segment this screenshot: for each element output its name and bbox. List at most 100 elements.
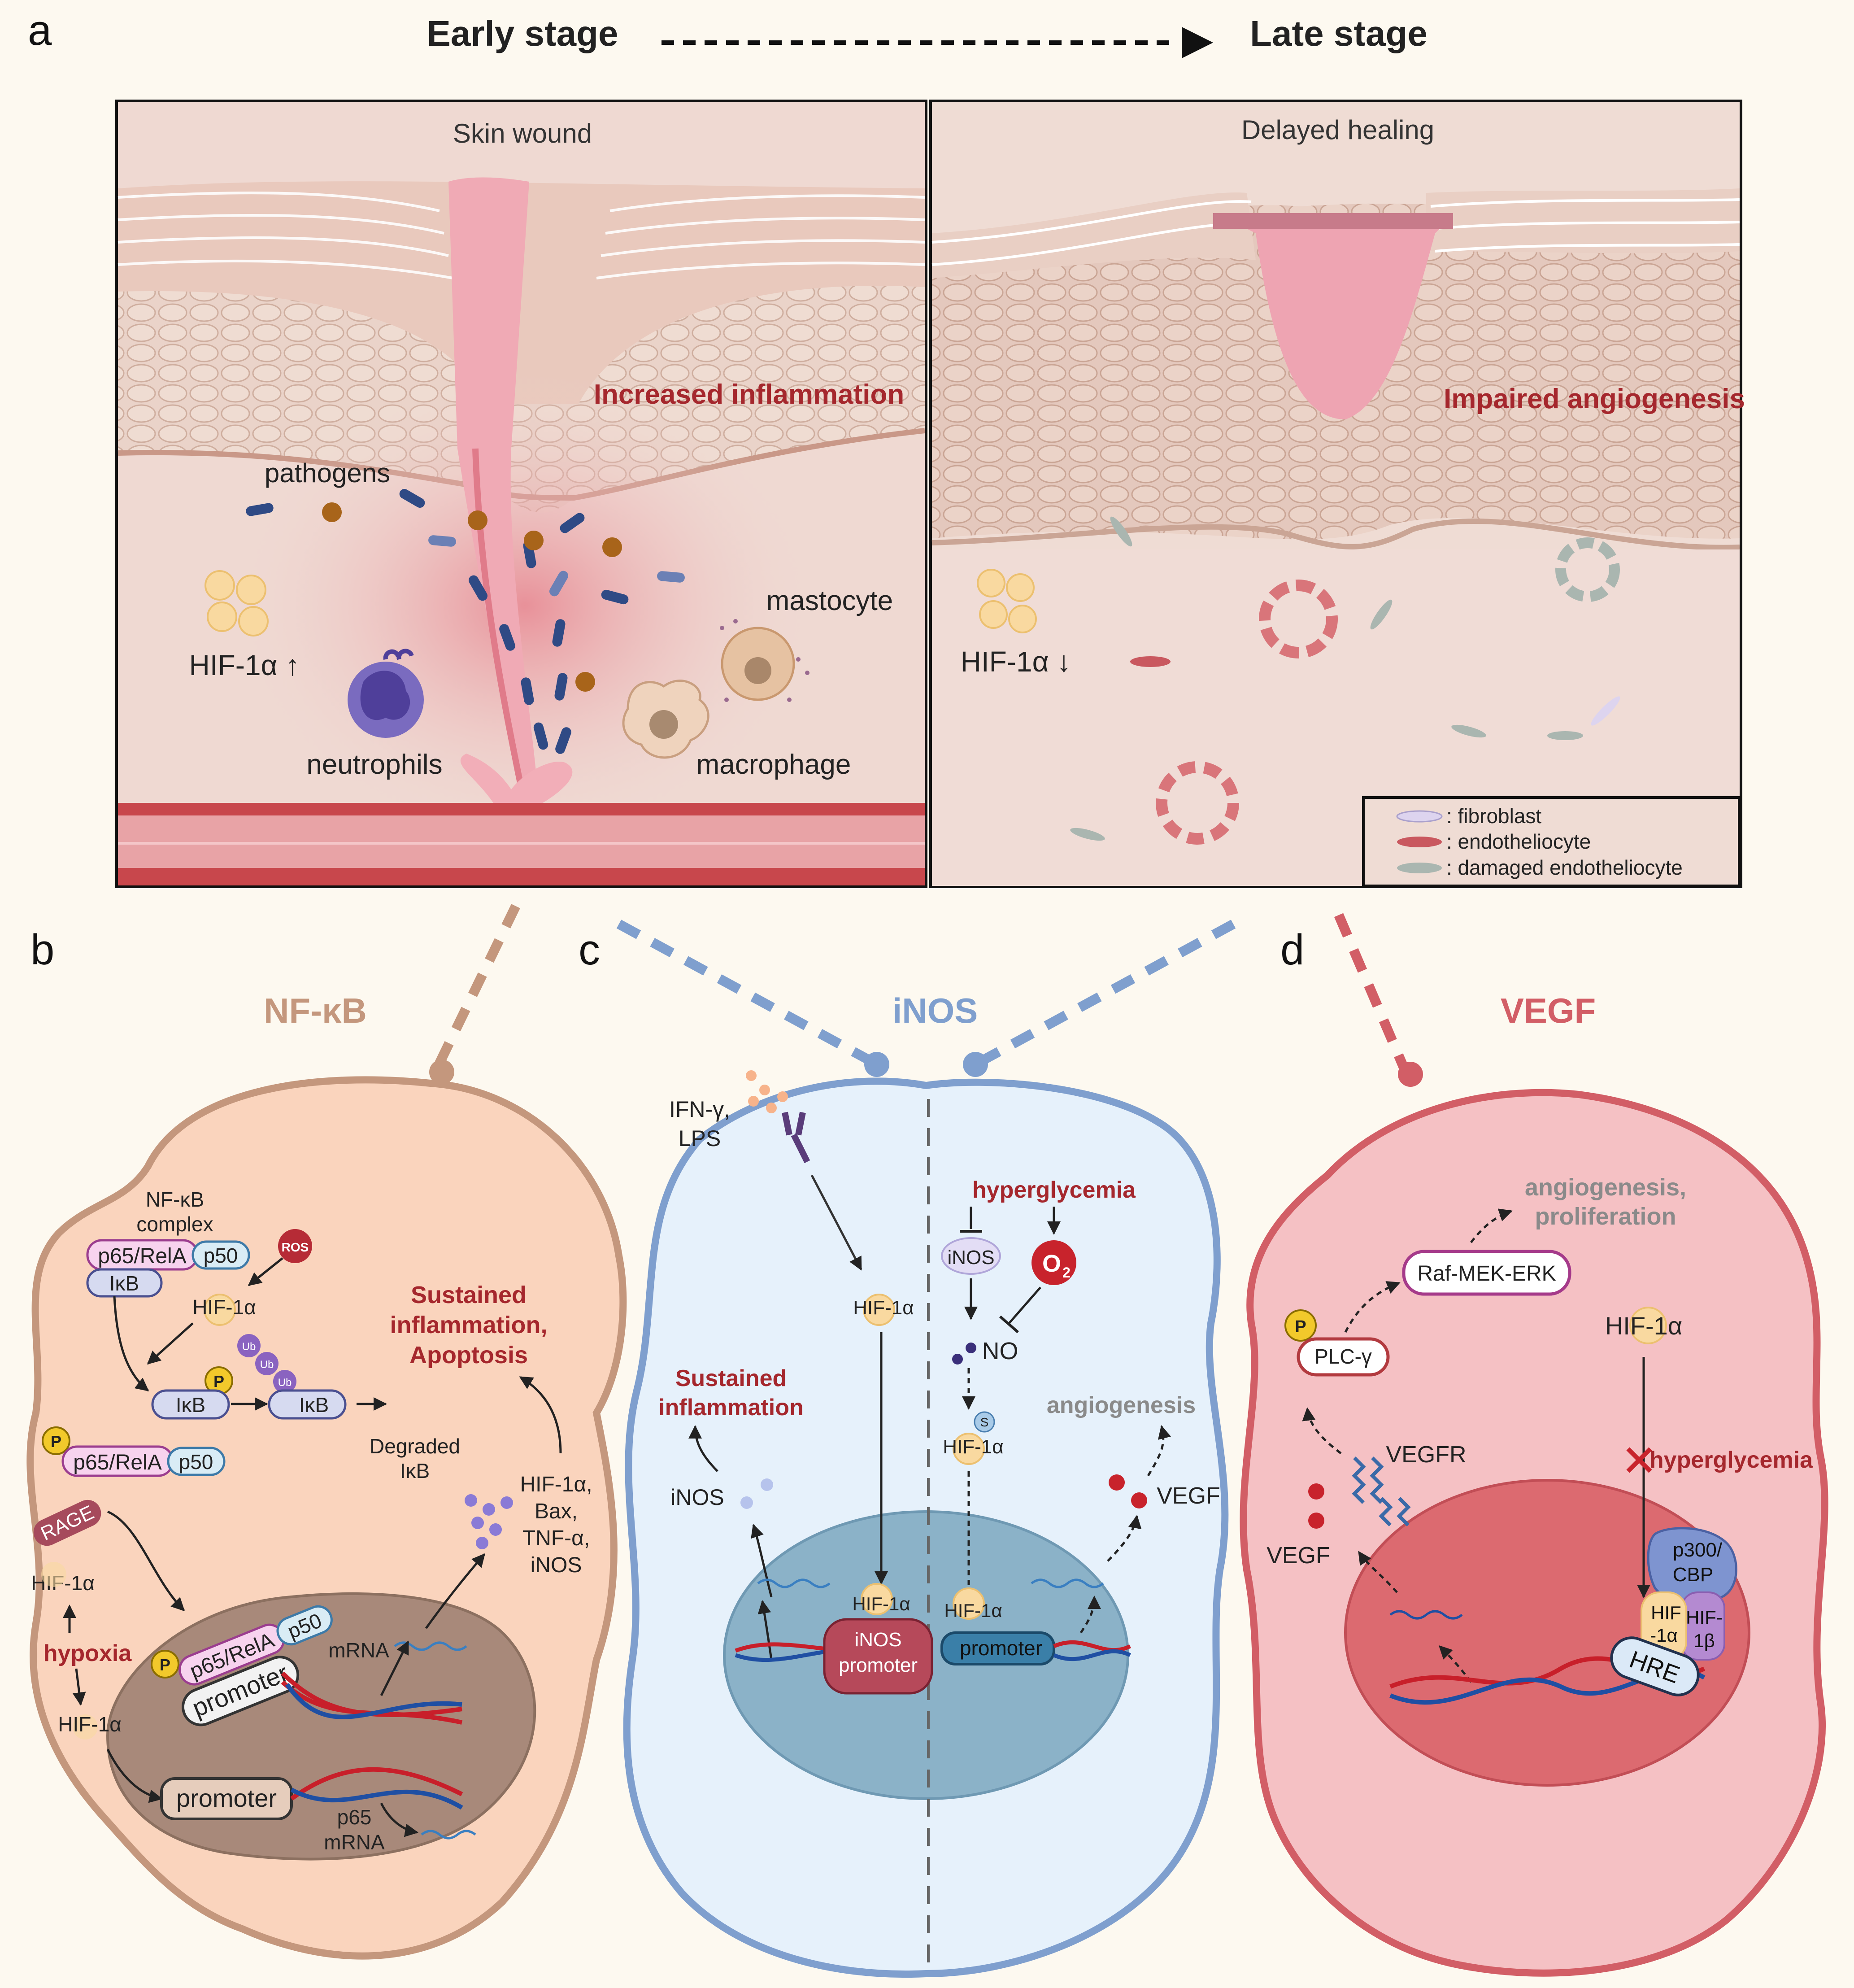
legend-damaged-endotheliocyte: : damaged endotheliocyte: [1446, 856, 1683, 879]
fibroblast-icon: [1396, 810, 1443, 823]
inos-enzyme-label: iNOS: [947, 1247, 994, 1269]
delayed-healing-title: Delayed healing: [1241, 115, 1434, 145]
target-bax: Bax,: [535, 1500, 578, 1523]
inos-cell: iNOS IFN-γ, LPS HIF-1α Sustained inflamm…: [623, 991, 1229, 1978]
ub-label-3: Ub: [278, 1377, 292, 1389]
skin-wound-panel: Skin wound Increased inflammation pathog…: [115, 100, 927, 888]
inos-product-label: iNOS: [670, 1485, 724, 1510]
vegf-label-c: VEGF: [1157, 1483, 1220, 1509]
hif-up-label: HIF-1α ↑: [189, 649, 300, 681]
impaired-angiogenesis-label: Impaired angiogenesis: [1444, 384, 1745, 414]
no-label: NO: [982, 1338, 1018, 1365]
nfkb-complex-label: NF-κB: [146, 1188, 204, 1211]
hyperglycemia-label-c: hyperglycemia: [972, 1177, 1136, 1203]
hif1a-label-1: HIF: [1651, 1602, 1681, 1623]
hypoxia-label: hypoxia: [44, 1640, 132, 1666]
p65-mrna-label: p65: [337, 1805, 372, 1829]
delayed-healing-panel: : fibroblast : endotheliocyte : damaged …: [929, 100, 1745, 888]
panel-letter-a: a: [28, 6, 52, 54]
inos-title: iNOS: [892, 991, 978, 1030]
pathogens-label: pathogens: [265, 458, 390, 488]
panel-letter-c: c: [579, 926, 600, 974]
raf-mek-erk-label: Raf-MEK-ERK: [1417, 1262, 1556, 1286]
nfkb-cell: NF-κB NF-κB complex p65/RelA p50 IκB ROS…: [26, 991, 627, 1960]
hif-label-3: HIF-1α: [58, 1713, 122, 1736]
degraded-label: Degraded: [370, 1434, 460, 1458]
legend-fibroblast: : fibroblast: [1446, 804, 1541, 828]
mrna-label: mRNA: [328, 1639, 389, 1662]
plc-label: PLC-γ: [1314, 1345, 1372, 1368]
hif-label-c2: HIF-1α: [852, 1593, 910, 1614]
sustained-label-c2: inflammation: [658, 1395, 804, 1421]
neutrophil-icon: [348, 649, 424, 738]
damaged-endotheliocyte-icon: [1397, 863, 1442, 873]
legend-endotheliocyte: : endotheliocyte: [1446, 830, 1591, 853]
target-hif: HIF-1α,: [520, 1473, 592, 1496]
inos-promoter-label-1: iNOS: [854, 1629, 901, 1651]
angiogenesis-label-c: angiogenesis: [1047, 1392, 1196, 1418]
hif-down-label: HIF-1α ↓: [961, 645, 1071, 678]
degraded-label-2: IκB: [400, 1459, 430, 1482]
stage-arrowhead: [1182, 27, 1213, 58]
inos-connector-left: [616, 920, 877, 1068]
p65-label: p65/RelA: [98, 1244, 186, 1268]
lps-label: LPS: [679, 1126, 721, 1151]
phospho-label-2: P: [51, 1432, 61, 1451]
mastocyte-icon: [720, 619, 809, 702]
inos-promoter-label-2: promoter: [839, 1654, 918, 1676]
hif1b-label-2: 1β: [1693, 1630, 1715, 1651]
vegfr-label: VEGFR: [1386, 1442, 1466, 1468]
hif-label-c4: HIF-1α: [944, 1600, 1002, 1621]
o2-label: O: [1042, 1250, 1061, 1277]
ikb-label: IκB: [109, 1272, 139, 1295]
mastocyte-label: mastocyte: [766, 585, 893, 616]
angiogenesis-label-d2: proliferation: [1535, 1203, 1676, 1230]
skin-wound-title: Skin wound: [453, 118, 592, 148]
target-tnf: TNF-α,: [522, 1526, 590, 1550]
macrophage-icon: [622, 680, 709, 759]
hif-label-d1: HIF-1α: [1605, 1312, 1682, 1340]
ub-label-1: Ub: [242, 1341, 256, 1353]
phospho-label-3: P: [160, 1656, 170, 1674]
macrophage-label: macrophage: [696, 749, 851, 780]
s-label: S: [980, 1415, 989, 1429]
sustained-label-b3: Apoptosis: [409, 1342, 528, 1369]
vegf-cell: VEGF angiogenesis, proliferation Raf-MEK…: [1240, 991, 1828, 1977]
oxygen-icon: [1031, 1240, 1076, 1285]
ikb-label-3: IκB: [299, 1393, 329, 1417]
hif1a-label-2: -1α: [1650, 1625, 1678, 1646]
nfkb-complex-label-2: complex: [136, 1212, 213, 1236]
vegf-label-d: VEGF: [1266, 1543, 1330, 1569]
ifn-label: IFN-γ,: [669, 1097, 730, 1122]
late-stage-label: Late stage: [1250, 13, 1427, 53]
hif-label-c1: HIF-1α: [853, 1297, 914, 1319]
p300-label-2: CBP: [1673, 1564, 1713, 1586]
ikb-label-2: IκB: [176, 1393, 205, 1417]
hyperglycemia-label-d: hyperglycemia: [1649, 1447, 1813, 1473]
sustained-label-b1: Sustained: [411, 1282, 527, 1308]
increased-inflammation-label: Increased inflammation: [594, 379, 905, 410]
sustained-label-c1: Sustained: [675, 1365, 787, 1391]
target-inos: iNOS: [531, 1553, 582, 1577]
vegf-title: VEGF: [1501, 991, 1596, 1030]
promoter-label-c: promoter: [960, 1636, 1042, 1660]
vessel-ring-icon: [1156, 537, 1620, 845]
nfkb-title: NF-κB: [264, 991, 367, 1030]
vegf-connector: [1334, 913, 1409, 1070]
early-stage-label: Early stage: [427, 13, 618, 53]
ros-label: ROS: [282, 1240, 309, 1254]
sustained-label-b2: inflammation,: [390, 1312, 547, 1338]
phospho-label-d: P: [1295, 1317, 1306, 1336]
hif1b-label-1: HIF-: [1686, 1607, 1723, 1628]
endotheliocyte-icon: [1397, 837, 1442, 847]
p65-mrna-label-2: mRNA: [324, 1831, 385, 1854]
nfkb-connector: [435, 904, 520, 1065]
o2-subscript: 2: [1062, 1264, 1071, 1281]
hif-complex: p300/ CBP HIF- 1β HIF -1α HRE: [1610, 1527, 1737, 1696]
inos-connector-right: [975, 920, 1236, 1068]
ub-label-2: Ub: [260, 1359, 274, 1371]
hif-label-c3: HIF-1α: [943, 1436, 1003, 1458]
promoter-label-b2: promoter: [176, 1784, 277, 1812]
phospho-label-1: P: [213, 1372, 224, 1391]
